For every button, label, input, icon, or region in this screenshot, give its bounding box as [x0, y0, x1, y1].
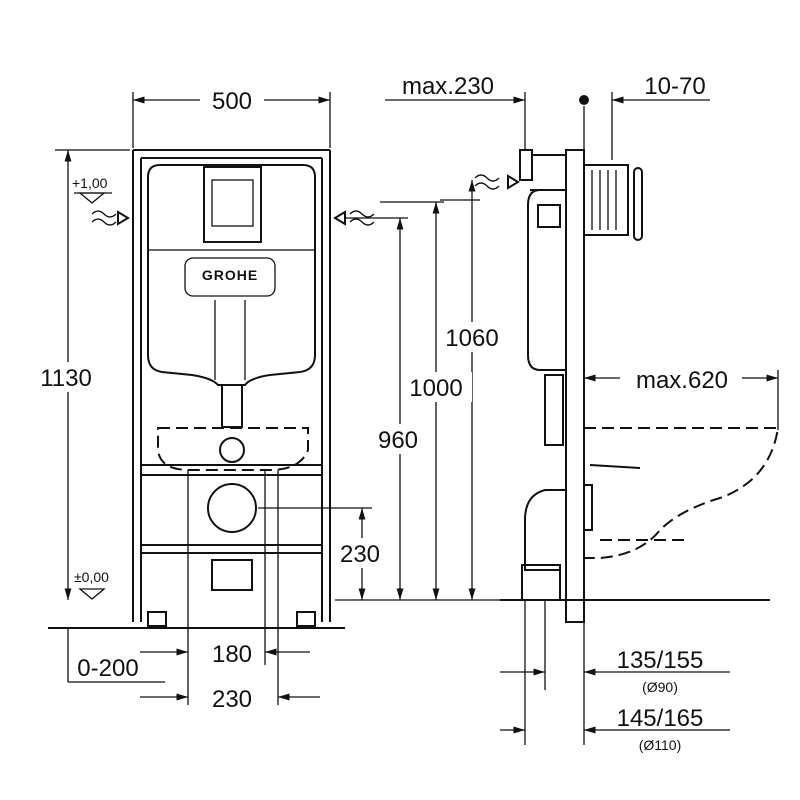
h230-label: 230 — [340, 541, 380, 568]
top-level-label: +1,00 — [72, 175, 108, 191]
dimension-max230: max.230 — [385, 73, 526, 150]
wc-side-outline — [584, 427, 780, 559]
dimension-pipe-offsets: 135/155 (Ø90) 145/165 (Ø110) — [500, 600, 730, 753]
cistern: GROHE — [147, 164, 316, 591]
dimension-960: 960 — [345, 217, 426, 600]
dimension-total-height: 1130 +1,00 ±0,00 — [28, 149, 130, 600]
d90-sub: (Ø90) — [642, 679, 678, 695]
offset-label: 0-200 — [77, 655, 138, 682]
front-frame — [132, 149, 331, 627]
w180-label: 180 — [212, 641, 252, 668]
w230-label: 230 — [212, 686, 252, 713]
h1000-label: 1000 — [409, 375, 462, 402]
dimension-max620: max.620 — [584, 364, 779, 430]
d110-sub: (Ø110) — [639, 737, 682, 753]
d110-label: 145/165 — [617, 705, 704, 732]
h1060-label: 1060 — [445, 325, 498, 352]
dimension-width: 500 — [132, 86, 331, 148]
wc-bowl-outline — [157, 427, 309, 471]
water-inlet-left — [91, 210, 130, 226]
grohe-logo: GROHE — [202, 267, 258, 283]
dimension-10-70: 10-70 — [579, 73, 710, 160]
range-label: 10-70 — [644, 73, 705, 100]
max620-label: max.620 — [636, 367, 728, 394]
d90-label: 135/155 — [617, 647, 704, 674]
side-frame — [519, 149, 643, 623]
side-water-inlet — [474, 174, 520, 190]
dimension-230-height: 230 — [258, 507, 390, 600]
max230-label: max.230 — [402, 73, 494, 100]
dimension-1000: 1000 — [380, 201, 472, 600]
dimension-1060: 1060 — [438, 180, 508, 600]
dimension-180: 180 — [187, 470, 310, 705]
dimension-230-width: 230 — [140, 470, 320, 713]
width-label: 500 — [212, 88, 252, 115]
h960-label: 960 — [378, 427, 418, 454]
floor-level-label: ±0,00 — [74, 569, 109, 585]
total-height-label: 1130 — [40, 365, 92, 392]
dimension-offset: 0-200 — [67, 628, 188, 683]
